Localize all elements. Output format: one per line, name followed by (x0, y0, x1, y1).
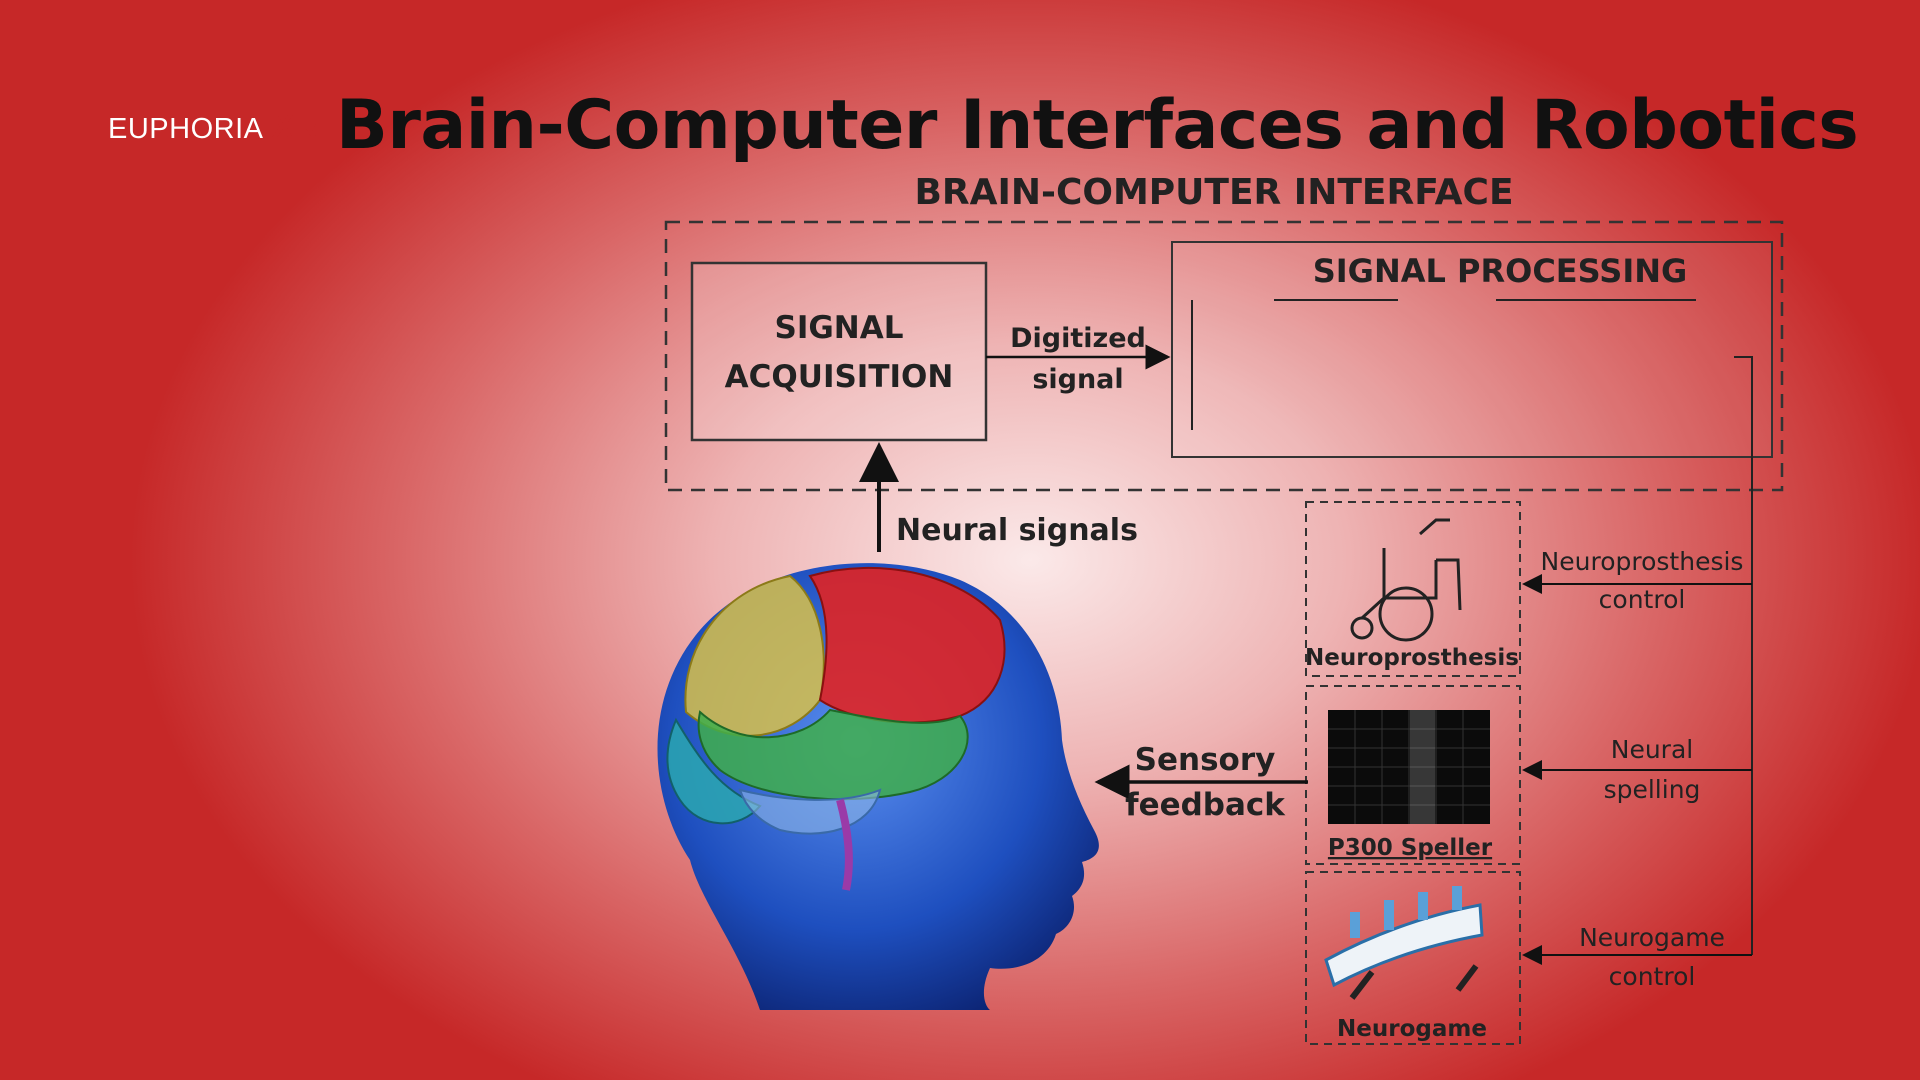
p300-speller-label: P300 Speller (1328, 835, 1493, 861)
signal-processing-label: SIGNAL PROCESSING (1313, 252, 1688, 290)
brain-stem (836, 798, 853, 891)
euphoria-xr-logo: EUPHORIA XR (108, 108, 318, 146)
head-brain-illustration (657, 563, 1099, 1010)
spelling-control-line2: spelling (1604, 775, 1701, 804)
sensory-line2: feedback (1125, 787, 1286, 823)
signal-acquisition-box (690, 261, 988, 442)
temporal-lobe (697, 708, 969, 801)
digitized-line1: Digitized (1010, 323, 1146, 354)
logo-brand: EUPHORIA (108, 113, 264, 145)
neuroprosthesis-control-line2: control (1599, 585, 1686, 614)
neuroprosthesis-label: Neuroprosthesis (1305, 645, 1519, 671)
neurogame-icon (1324, 886, 1484, 1000)
sensory-line1: Sensory (1135, 742, 1276, 778)
spelling-control-line1: Neural (1611, 735, 1693, 764)
neurogame-label: Neurogame (1337, 1016, 1487, 1042)
speller-highlight-column (1410, 710, 1435, 824)
acquisition-line2: ACQUISITION (725, 359, 954, 395)
neurogame-control-line1: Neurogame (1579, 923, 1725, 952)
signal-processing-box (1171, 241, 1773, 458)
frontal-lobe (684, 574, 825, 737)
logo-suffix: XR (271, 108, 319, 145)
neuroprosthesis-frame (1305, 501, 1521, 677)
control-bus-line (1734, 356, 1753, 955)
neurogame-control-line2: control (1609, 962, 1696, 991)
neural-signals-label: Neural signals (896, 513, 1138, 548)
acquisition-line1: SIGNAL (775, 310, 904, 346)
page-title: Brain-Computer Interfaces and Robotics (336, 86, 1859, 165)
neurogame-frame (1305, 871, 1521, 1045)
digitized-line2: signal (1032, 364, 1123, 395)
wheelchair-icon (1350, 518, 1462, 642)
speller-grid-lines (1328, 710, 1490, 824)
neuroprosthesis-control-line1: Neuroprosthesis (1541, 547, 1744, 576)
bci-frame (664, 220, 1784, 492)
bci-label: BRAIN-COMPUTER INTERFACE (914, 172, 1513, 213)
occipital-lobe (666, 717, 762, 825)
